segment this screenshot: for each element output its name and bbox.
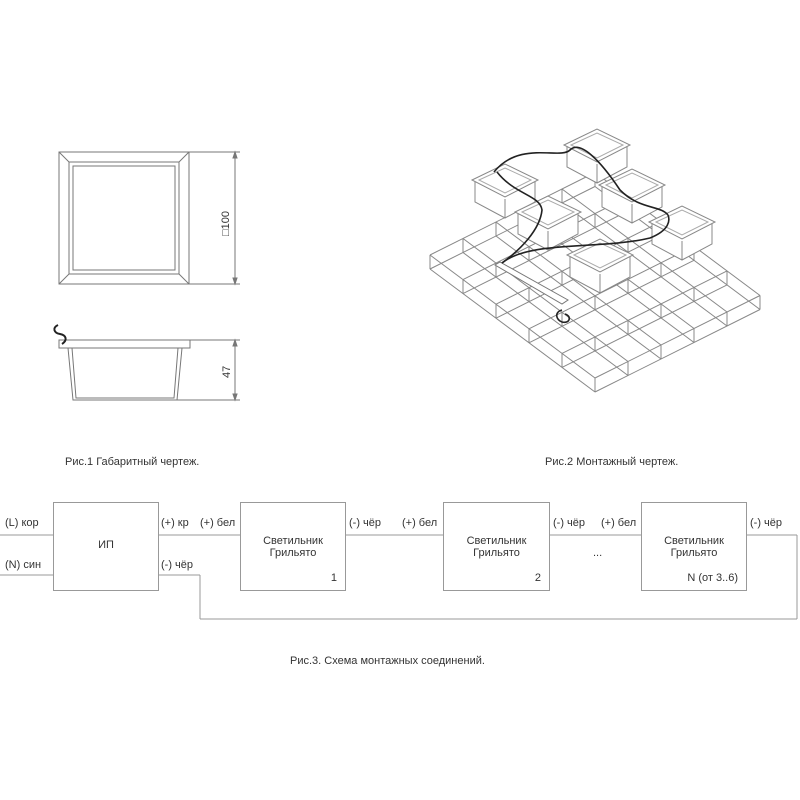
lampN-out: (-) чёр <box>750 517 783 529</box>
grid-blade <box>429 268 596 393</box>
top-view-outer <box>58 151 190 285</box>
lamp-number: 2 <box>534 572 541 584</box>
fig2-caption: Рис.2 Монтажный чертеж. <box>545 456 679 468</box>
cable-icon <box>53 324 67 345</box>
luminaire-rim <box>597 168 667 203</box>
cable <box>493 146 669 216</box>
fig3-wires <box>0 534 798 620</box>
side-view-flange <box>58 339 191 349</box>
grid-blade <box>429 186 596 270</box>
grid-blade <box>561 270 728 354</box>
grid-blade <box>561 188 728 313</box>
cable <box>555 309 571 324</box>
lamp-number: 1 <box>330 572 337 584</box>
lamp-number: N (от 3..6) <box>687 572 738 584</box>
grid-blade <box>561 284 728 368</box>
grid-blade <box>462 252 629 376</box>
lampN-in: (+) бел <box>601 517 637 529</box>
lamp2-out: (-) чёр <box>553 517 586 529</box>
luminaire-rim <box>647 205 717 240</box>
grid-blade <box>561 202 728 327</box>
grid-blade <box>462 238 629 362</box>
input-n-label: (N) син <box>5 559 42 571</box>
cable <box>501 214 670 264</box>
grid-blade <box>462 210 629 295</box>
dim-width-label: □100 <box>220 211 232 236</box>
fig2-drawing <box>429 128 761 393</box>
fig1-caption: Рис.1 Габаритный чертеж. <box>65 456 200 468</box>
lamp1-in: (+) бел <box>200 517 236 529</box>
cable <box>496 171 543 264</box>
power-supply <box>494 261 569 305</box>
grid-blade <box>495 221 662 346</box>
grid-blade <box>594 309 761 393</box>
lamp1-out: (-) чёр <box>349 517 382 529</box>
grid-blade <box>495 235 662 360</box>
psu-label: ИП <box>98 539 114 551</box>
psu-out-minus: (-) чёр <box>161 559 194 571</box>
psu-out-plus: (+) кр <box>161 517 189 529</box>
psu-box: ИП <box>53 502 159 591</box>
lamp-title: Светильник <box>263 535 323 547</box>
lamp-title: Светильник <box>466 535 527 547</box>
luminaire-rim <box>562 128 632 163</box>
input-l-label: (L) кор <box>5 517 39 529</box>
lamp-title: Светильник <box>664 535 724 547</box>
lamp-subtitle: Грильято <box>269 547 317 559</box>
grid-blade <box>594 295 761 379</box>
lamp2-in: (+) бел <box>402 517 438 529</box>
dim-height-label: 47 <box>221 365 233 378</box>
lamp-subtitle: Грильято <box>670 547 718 559</box>
grid-blade <box>429 254 596 379</box>
ellipsis: ... <box>593 547 603 559</box>
grid-blade <box>528 259 695 344</box>
lamp-subtitle: Грильято <box>473 547 520 559</box>
fig3-caption: Рис.3. Схема монтажных соединений. <box>290 655 485 667</box>
